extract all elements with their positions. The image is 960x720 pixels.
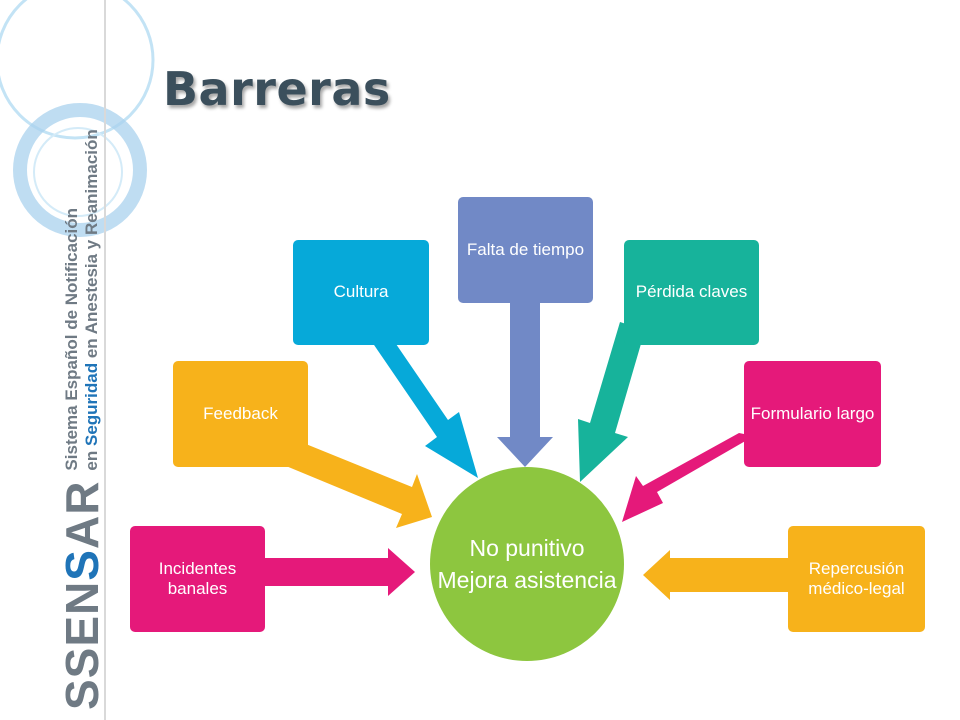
arrow-falta-tiempo (497, 302, 553, 467)
barrier-cultura: Cultura (293, 240, 429, 345)
slide-title: Barreras (163, 62, 391, 116)
arrow-feedback (286, 440, 432, 528)
arrow-incidentes (265, 548, 415, 596)
arrow-repercusion (643, 550, 794, 600)
center-line-1: No punitivo (469, 534, 585, 561)
barrier-formulario-largo: Formulario largo (744, 361, 881, 467)
decorative-ring-inner (33, 127, 123, 217)
center-circle: No punitivo Mejora asistencia (430, 467, 624, 661)
barrier-incidentes-banales: Incidentes banales (130, 526, 265, 632)
barrier-perdida-claves: Pérdida claves (624, 240, 759, 345)
arrow-cultura (372, 325, 478, 478)
decorative-ring-large (0, 0, 155, 140)
barrier-repercusion-medico-legal: Repercusión médico-legal (788, 526, 925, 632)
barrier-feedback: Feedback (173, 361, 308, 467)
arrow-perdida (578, 322, 645, 482)
arrow-formulario (622, 433, 754, 522)
barrier-falta-de-tiempo: Falta de tiempo (458, 197, 593, 303)
decorative-ring-mid (13, 103, 147, 237)
center-line-2: Mejora asistencia (437, 567, 617, 593)
